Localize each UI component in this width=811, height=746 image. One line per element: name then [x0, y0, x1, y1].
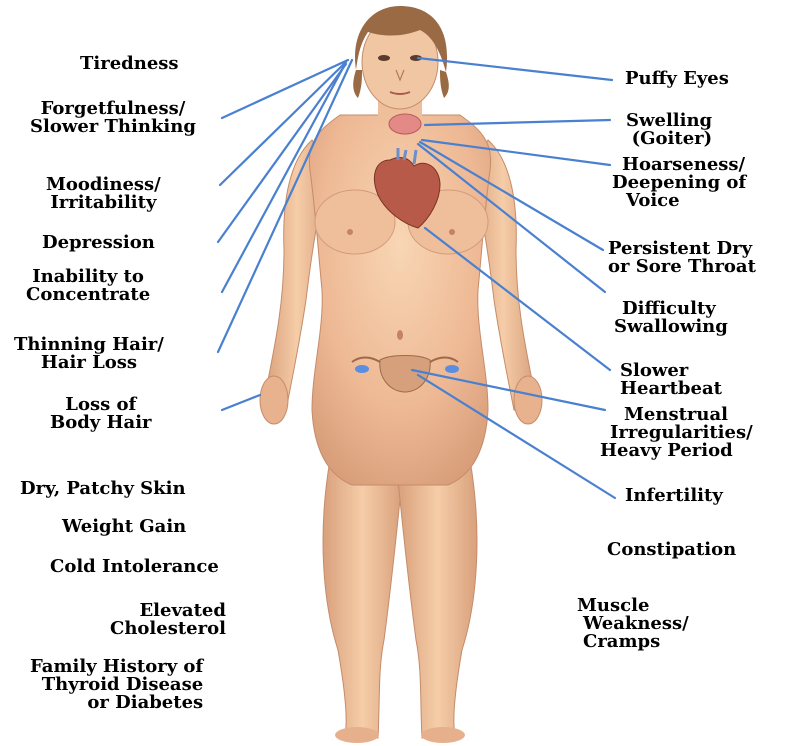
label-line: Cholesterol — [110, 620, 226, 638]
label-line: Cramps — [577, 633, 689, 651]
label-constipation: Constipation — [607, 541, 736, 559]
label-muscle: Muscle Weakness/ Cramps — [577, 597, 689, 651]
label-body-hair: Loss of Body Hair — [50, 396, 152, 432]
label-line: Heartbeat — [620, 380, 722, 398]
label-family-history: Family History of Thyroid Disease or Dia… — [30, 658, 203, 712]
label-cholesterol: Elevated Cholesterol — [110, 602, 226, 638]
leader-body-hair — [222, 395, 260, 410]
label-line: (Goiter) — [626, 130, 712, 148]
label-line: Puffy Eyes — [625, 70, 729, 88]
label-line: Infertility — [625, 487, 723, 505]
label-moodiness: Moodiness/ Irritability — [46, 176, 161, 212]
label-line: Constipation — [607, 541, 736, 559]
label-line: Irritability — [46, 194, 161, 212]
label-line: Cold Intolerance — [50, 558, 219, 576]
right-foot — [421, 727, 465, 743]
label-line: Voice — [612, 192, 746, 210]
label-cold-intolerance: Cold Intolerance — [50, 558, 219, 576]
right-leg — [398, 460, 477, 738]
label-line: or Diabetes — [30, 694, 203, 712]
label-weight-gain: Weight Gain — [62, 518, 186, 536]
thyroid-gland — [389, 114, 421, 134]
left-ovary — [355, 365, 369, 373]
label-puffy-eyes: Puffy Eyes — [625, 70, 729, 88]
label-line: Concentrate — [26, 286, 150, 304]
label-line: Weight Gain — [62, 518, 186, 536]
label-inability: Inability to Concentrate — [26, 268, 150, 304]
label-tiredness: Tiredness — [80, 55, 179, 73]
label-swallowing: Difficulty Swallowing — [614, 300, 728, 336]
label-swelling: Swelling (Goiter) — [626, 112, 712, 148]
label-hoarseness: Hoarseness/ Deepening of Voice — [612, 156, 746, 210]
label-throat: Persistent Dry or Sore Throat — [608, 240, 756, 276]
label-depression: Depression — [42, 234, 155, 252]
label-line: Dry, Patchy Skin — [20, 480, 186, 498]
label-line: Slower Thinking — [30, 118, 196, 136]
right-hand — [514, 376, 542, 424]
left-foot — [335, 727, 379, 743]
label-line: Body Hair — [50, 414, 152, 432]
right-ovary — [445, 365, 459, 373]
left-leg — [323, 460, 402, 738]
label-menstrual: Menstrual Irregularities/ Heavy Period — [600, 406, 753, 460]
label-dry-skin: Dry, Patchy Skin — [20, 480, 186, 498]
label-line: Swallowing — [614, 318, 728, 336]
label-line: Heavy Period — [600, 442, 753, 460]
label-line: Tiredness — [80, 55, 179, 73]
label-line: or Sore Throat — [608, 258, 756, 276]
label-forgetfulness: Forgetfulness/ Slower Thinking — [30, 100, 196, 136]
label-thinning-hair: Thinning Hair/ Hair Loss — [14, 336, 164, 372]
label-line: Depression — [42, 234, 155, 252]
label-line: Hair Loss — [14, 354, 164, 372]
label-infertility: Infertility — [625, 487, 723, 505]
label-heartbeat: Slower Heartbeat — [620, 362, 722, 398]
left-hand — [260, 376, 288, 424]
